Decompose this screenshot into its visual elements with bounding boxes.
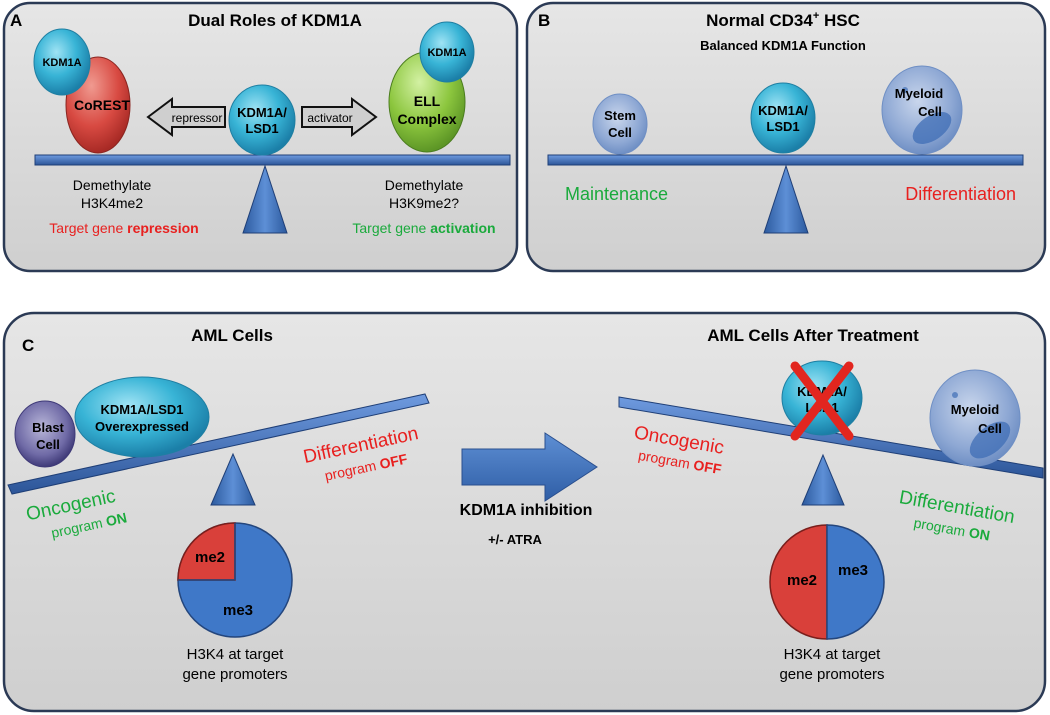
activator-label: activator: [307, 111, 352, 125]
granule-b: [902, 87, 908, 93]
treatment-arrow: [461, 432, 598, 502]
activator-arrow: [301, 97, 378, 137]
h3k4-right-l2: gene promoters: [779, 666, 884, 683]
pie-left-me2-slice: [177, 522, 236, 581]
panel-c-left-beam: [7, 393, 430, 495]
panel-a-kdm1a-center-l1: KDM1A/: [237, 105, 287, 120]
pie-right-me3-slice: [826, 524, 885, 640]
granule-c: [952, 392, 958, 398]
kdm1a-overexpressed: [74, 376, 210, 458]
repressor-label: repressor: [172, 111, 223, 125]
maintenance-label: Maintenance: [565, 184, 668, 204]
stem-cell-l1: Stem: [604, 108, 636, 123]
pie-right: me2 me3: [769, 524, 885, 640]
h3k4-right-l1: H3K4 at target: [784, 646, 882, 663]
inhibition-x-icon: [790, 361, 854, 441]
panel-b-beam: [547, 154, 1024, 166]
myeloid-b-l1: Myeloid: [895, 86, 943, 101]
right-demethylate: Demethylate: [385, 177, 464, 193]
myeloid-c-l1: Myeloid: [951, 402, 999, 417]
panel-a-kdm1a-center-l2: LSD1: [245, 121, 278, 136]
differentiation-label: Differentiation: [905, 184, 1016, 204]
panel-c-left-fulcrum: [210, 452, 256, 506]
left-demethylate: Demethylate: [73, 177, 152, 193]
blast-cell-l1: Blast: [32, 420, 64, 435]
panel-b-title: Normal CD34+ HSC: [706, 10, 860, 30]
kdm1a-left-blob: [33, 28, 91, 96]
myeloid-b-l2: Cell: [918, 104, 942, 119]
panel-a: A Dual Roles of KDM1A KDM1A/ LSD1 repres…: [2, 1, 519, 273]
stem-cell-l2: Cell: [608, 125, 632, 140]
right-mark: H3K9me2?: [389, 195, 459, 211]
myeloid-c-l2: Cell: [978, 421, 1002, 436]
pie-left-me2-label: me2: [195, 549, 225, 566]
ell-label-l2: Complex: [397, 111, 456, 127]
atra-label: +/- ATRA: [488, 532, 542, 547]
pie-left: me2 me3: [177, 522, 293, 638]
myeloid-nucleus-b: [912, 112, 952, 144]
panel-c-right-beam: [618, 396, 1044, 479]
panel-c-letter: C: [22, 336, 34, 355]
repressor-arrow: [146, 97, 226, 137]
pie-left-me3-label: me3: [223, 602, 253, 619]
panel-b-kdm1a-l1: KDM1A/: [758, 103, 808, 118]
pie-right-me3-label: me3: [838, 562, 868, 579]
kdm1a-right-blob: [419, 21, 475, 83]
panel-c-right-fulcrum: [801, 453, 845, 506]
myeloid-nucleus-c: [969, 421, 1011, 459]
pie-right-me2-slice: [769, 524, 828, 640]
panel-c-title-right: AML Cells After Treatment: [707, 326, 919, 345]
panel-c-title-left: AML Cells: [191, 326, 273, 345]
h3k4-left-l2: gene promoters: [182, 666, 287, 683]
right-outcome: Target gene activation: [352, 220, 495, 236]
overexp-l1: KDM1A/LSD1: [100, 402, 183, 417]
left-outcome: Target gene repression: [49, 220, 198, 236]
panel-a-fulcrum: [242, 164, 288, 234]
panel-b-fulcrum: [763, 164, 809, 234]
panel-b: B Normal CD34+ HSC Balanced KDM1A Functi…: [525, 1, 1047, 273]
pie-right-me2-label: me2: [787, 572, 817, 589]
panel-b-subtitle: Balanced KDM1A Function: [700, 38, 866, 53]
blast-cell: [14, 400, 76, 468]
h3k4-left-l1: H3K4 at target: [187, 646, 285, 663]
blast-cell-l2: Cell: [36, 437, 60, 452]
kdm1a-right-label: KDM1A: [427, 47, 466, 59]
kdm1a-left-label: KDM1A: [42, 57, 81, 69]
left-mark: H3K4me2: [81, 195, 143, 211]
inhibition-label: KDM1A inhibition: [460, 502, 593, 519]
panel-b-kdm1a: [750, 82, 816, 154]
corest-label: CoREST: [74, 97, 130, 113]
overexp-l2: Overexpressed: [95, 419, 189, 434]
panel-a-title: Dual Roles of KDM1A: [188, 11, 362, 30]
panel-c: C AML Cells AML Cells After Treatment Bl…: [2, 311, 1047, 713]
ell-label-l1: ELL: [414, 93, 441, 109]
panel-a-beam: [34, 154, 511, 166]
panel-a-letter: A: [10, 11, 22, 30]
stem-cell: [592, 93, 648, 155]
panel-b-letter: B: [538, 11, 550, 30]
panel-b-kdm1a-l2: LSD1: [766, 119, 799, 134]
pie-left-border: [178, 523, 236, 581]
panel-a-kdm1a-center: [228, 84, 296, 156]
